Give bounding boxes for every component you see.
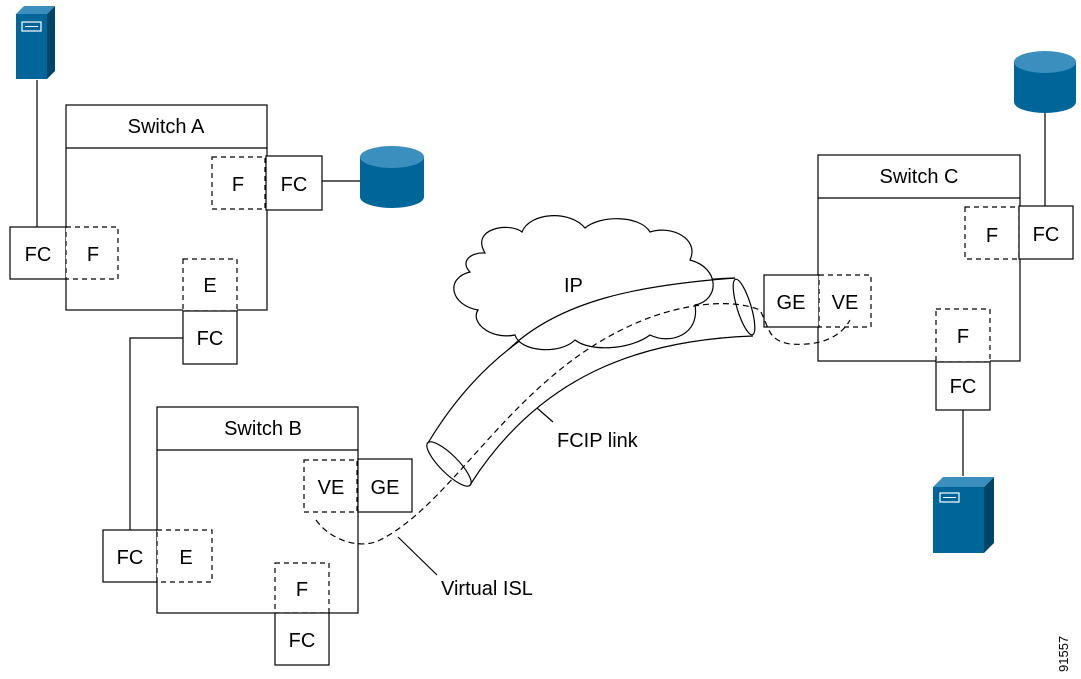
switch-c-port-f-top bbox=[964, 206, 1020, 260]
switch-c: Switch C F FC GE VE F FC bbox=[763, 154, 1074, 411]
switch-b-port-ge bbox=[357, 458, 413, 513]
switch-a-port-fc-bottom-label: FC bbox=[197, 328, 224, 350]
switch-c-port-ge-label: GE bbox=[777, 292, 806, 314]
inter-switch-a-b-link bbox=[129, 337, 183, 531]
switch-c-port-fc-right-label: FC bbox=[1033, 224, 1060, 246]
switch-b-port-f-label: F bbox=[296, 579, 308, 601]
switch-c-port-ge bbox=[763, 274, 820, 328]
fcip-link-label: FCIP link bbox=[557, 430, 639, 452]
switch-a-port-f-left-label: F bbox=[87, 244, 99, 266]
ip-label: IP bbox=[564, 275, 583, 297]
switch-c-port-fc-bottom bbox=[935, 361, 991, 411]
switch-c-port-f-bottom bbox=[935, 308, 991, 363]
ip-cloud: IP bbox=[453, 215, 736, 351]
switch-c-port-f-top-label: F bbox=[986, 225, 998, 247]
server-icon bbox=[933, 477, 994, 553]
switch-c-title: Switch C bbox=[880, 166, 959, 188]
server-icon bbox=[16, 6, 55, 79]
switch-b-port-fc-bottom-label: FC bbox=[289, 630, 316, 652]
switch-c-port-ve-label: VE bbox=[832, 292, 859, 314]
switch-b-title: Switch B bbox=[224, 418, 302, 440]
switch-a-port-f-top-label: F bbox=[232, 174, 244, 196]
switch-a-port-fc-left bbox=[9, 226, 67, 280]
switch-a: Switch A F FC FC F E FC bbox=[9, 104, 323, 365]
switch-b-port-f bbox=[274, 562, 330, 614]
switch-a-port-e-label: E bbox=[203, 275, 216, 297]
switch-b-port-fc-left-label: FC bbox=[117, 547, 144, 569]
fcip-link-leader bbox=[536, 407, 554, 423]
switch-b-port-ge-label: GE bbox=[371, 477, 400, 499]
switch-c-port-f-bottom-label: F bbox=[957, 326, 969, 348]
switch-a-port-fc-bottom bbox=[182, 310, 238, 365]
virtual-isl-leader bbox=[397, 536, 438, 576]
switch-c-port-fc-bottom-label: FC bbox=[950, 376, 977, 398]
switch-a-port-fc-left-label: FC bbox=[25, 244, 52, 266]
figure-id-label: 91557 bbox=[1056, 636, 1071, 672]
storage-icon bbox=[1014, 51, 1076, 113]
switch-a-port-f-top bbox=[211, 156, 266, 210]
switch-b-port-e bbox=[156, 529, 213, 583]
virtual-isl-label: Virtual ISL bbox=[441, 578, 533, 600]
switch-b-port-fc-bottom bbox=[274, 612, 330, 666]
switch-b: Switch B VE GE FC E F FC bbox=[102, 406, 413, 666]
switch-b-port-fc-left bbox=[102, 529, 158, 583]
virtual-isl-path bbox=[315, 303, 851, 545]
switch-a-port-e bbox=[182, 258, 238, 312]
switch-a-port-fc-right bbox=[265, 155, 323, 211]
switch-b-port-ve-label: VE bbox=[318, 477, 345, 499]
switch-b-port-e-label: E bbox=[179, 547, 192, 569]
switch-b-port-ve bbox=[303, 459, 358, 513]
switch-a-title: Switch A bbox=[128, 116, 205, 138]
switch-a-port-f-left bbox=[65, 226, 119, 280]
storage-icon bbox=[360, 146, 424, 208]
switch-a-port-fc-right-label: FC bbox=[281, 174, 308, 196]
switch-c-port-fc-right bbox=[1018, 205, 1074, 260]
